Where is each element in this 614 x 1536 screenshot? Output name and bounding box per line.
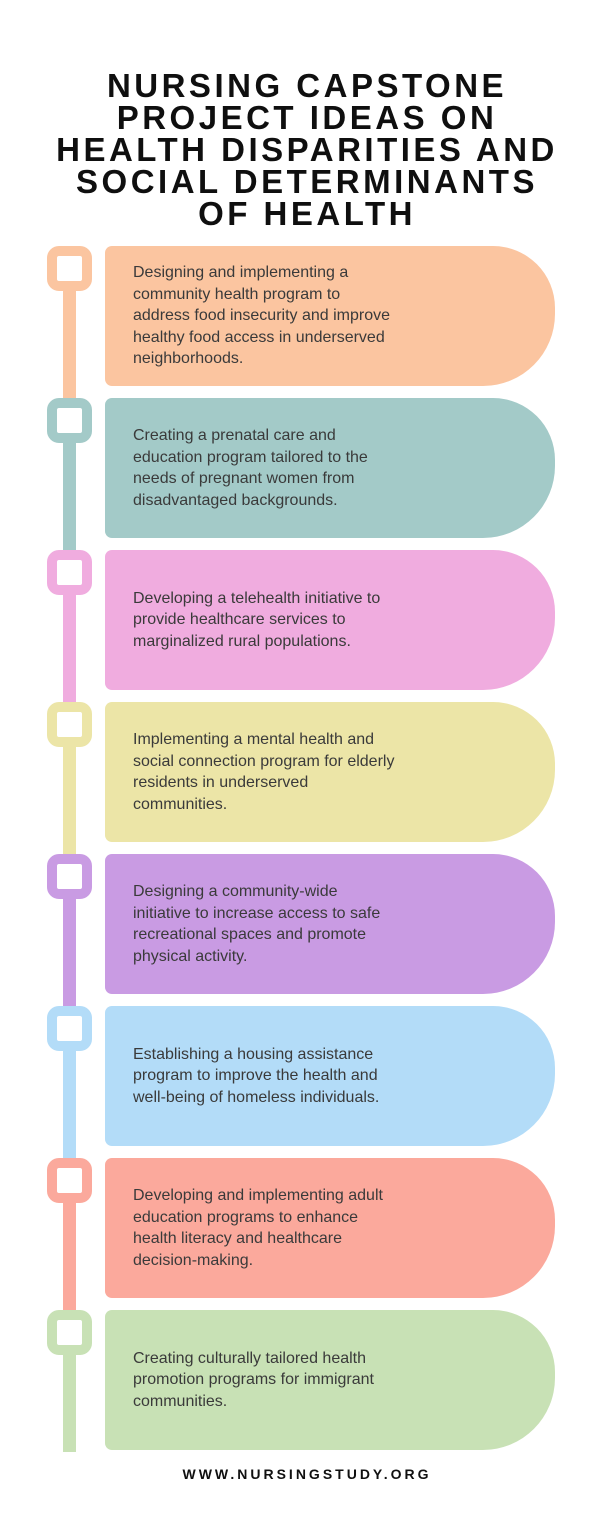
ideas-timeline: Designing and implementing a community h…: [0, 246, 614, 1452]
idea-text: Designing and implementing a community h…: [133, 264, 391, 368]
timeline-connector: [63, 288, 76, 400]
title-line: HEALTH DISPARITIES AND: [56, 131, 558, 168]
timeline-node-icon: [47, 398, 92, 443]
timeline-node-icon: [47, 1158, 92, 1203]
infographic-title: NURSING CAPSTONE PROJECT IDEAS ON HEALTH…: [0, 0, 614, 230]
idea-text: Establishing a housing assistance progra…: [133, 1045, 380, 1106]
idea-text: Developing a telehealth initiative to pr…: [133, 589, 381, 650]
idea-card: Creating culturally tailored health prom…: [105, 1310, 555, 1450]
timeline-row: Creating culturally tailored health prom…: [0, 1310, 614, 1452]
timeline-row: Designing and implementing a community h…: [0, 246, 614, 400]
title-line: PROJECT IDEAS ON: [116, 99, 498, 136]
idea-card: Creating a prenatal care and education p…: [105, 398, 555, 538]
idea-card: Designing and implementing a community h…: [105, 246, 555, 386]
timeline-node-icon: [47, 1310, 92, 1355]
timeline-connector: [63, 744, 76, 856]
timeline-row: Designing a community-wide initiative to…: [0, 854, 614, 1008]
title-line: NURSING CAPSTONE: [106, 67, 508, 104]
idea-card: Designing a community-wide initiative to…: [105, 854, 555, 994]
timeline-node-icon: [47, 1006, 92, 1051]
idea-text: Designing a community-wide initiative to…: [133, 883, 381, 965]
idea-card: Developing and implementing adult educat…: [105, 1158, 555, 1298]
timeline-node-icon: [47, 702, 92, 747]
timeline-connector: [63, 592, 76, 704]
idea-text: Creating a prenatal care and education p…: [133, 427, 368, 509]
idea-text: Creating culturally tailored health prom…: [133, 1349, 374, 1410]
timeline-connector: [63, 1352, 76, 1452]
timeline-row: Developing and implementing adult educat…: [0, 1158, 614, 1312]
idea-card: Developing a telehealth initiative to pr…: [105, 550, 555, 690]
title-line: SOCIAL DETERMINANTS: [76, 163, 538, 200]
idea-text: Implementing a mental health and social …: [133, 731, 395, 813]
timeline-node-icon: [47, 550, 92, 595]
idea-card: Establishing a housing assistance progra…: [105, 1006, 555, 1146]
timeline-connector: [63, 1200, 76, 1312]
idea-card: Implementing a mental health and social …: [105, 702, 555, 842]
timeline-row: Implementing a mental health and social …: [0, 702, 614, 856]
timeline-row: Developing a telehealth initiative to pr…: [0, 550, 614, 704]
timeline-row: Establishing a housing assistance progra…: [0, 1006, 614, 1160]
timeline-connector: [63, 1048, 76, 1160]
timeline-node-icon: [47, 854, 92, 899]
idea-text: Developing and implementing adult educat…: [133, 1187, 383, 1269]
timeline-row: Creating a prenatal care and education p…: [0, 398, 614, 552]
title-line: OF HEALTH: [198, 195, 416, 232]
website-url: WWW.NURSINGSTUDY.ORG: [182, 1466, 432, 1482]
timeline-connector: [63, 896, 76, 1008]
timeline-connector: [63, 440, 76, 552]
timeline-node-icon: [47, 246, 92, 291]
